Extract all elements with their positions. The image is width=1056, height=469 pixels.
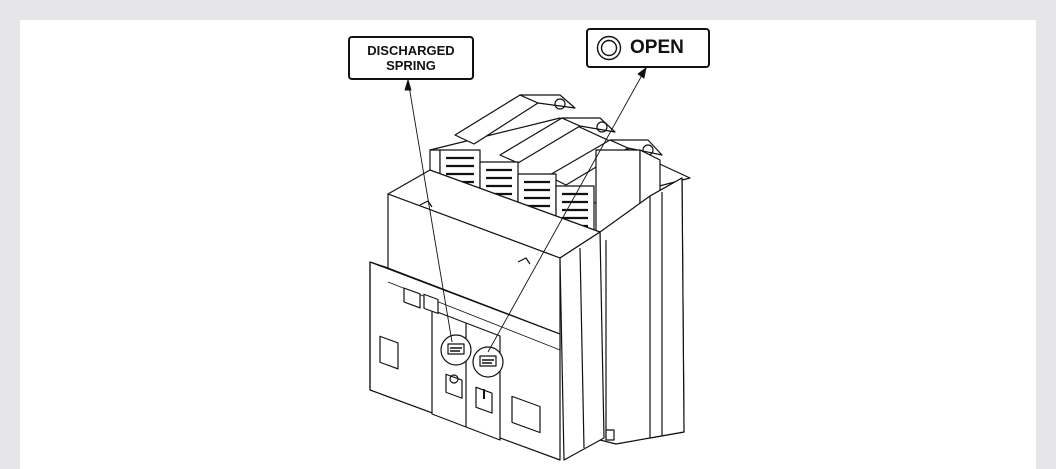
right-side-plate: [599, 177, 685, 445]
open-callout: OPEN: [586, 28, 710, 68]
open-indicator-leader: [487, 67, 647, 353]
rear-contact-assembly: [429, 94, 691, 239]
discharged-spring-label-line2: SPRING: [386, 58, 436, 73]
callout-leaders: [404, 67, 647, 353]
open-label: OPEN: [630, 37, 684, 58]
concentric-circle-icon: [596, 35, 622, 61]
discharged-spring-leader: [407, 79, 453, 343]
discharged-spring-label-line1: DISCHARGED: [367, 43, 455, 58]
breaker-front-body: [369, 169, 605, 461]
discharged-spring-callout: DISCHARGED SPRING: [348, 36, 474, 80]
